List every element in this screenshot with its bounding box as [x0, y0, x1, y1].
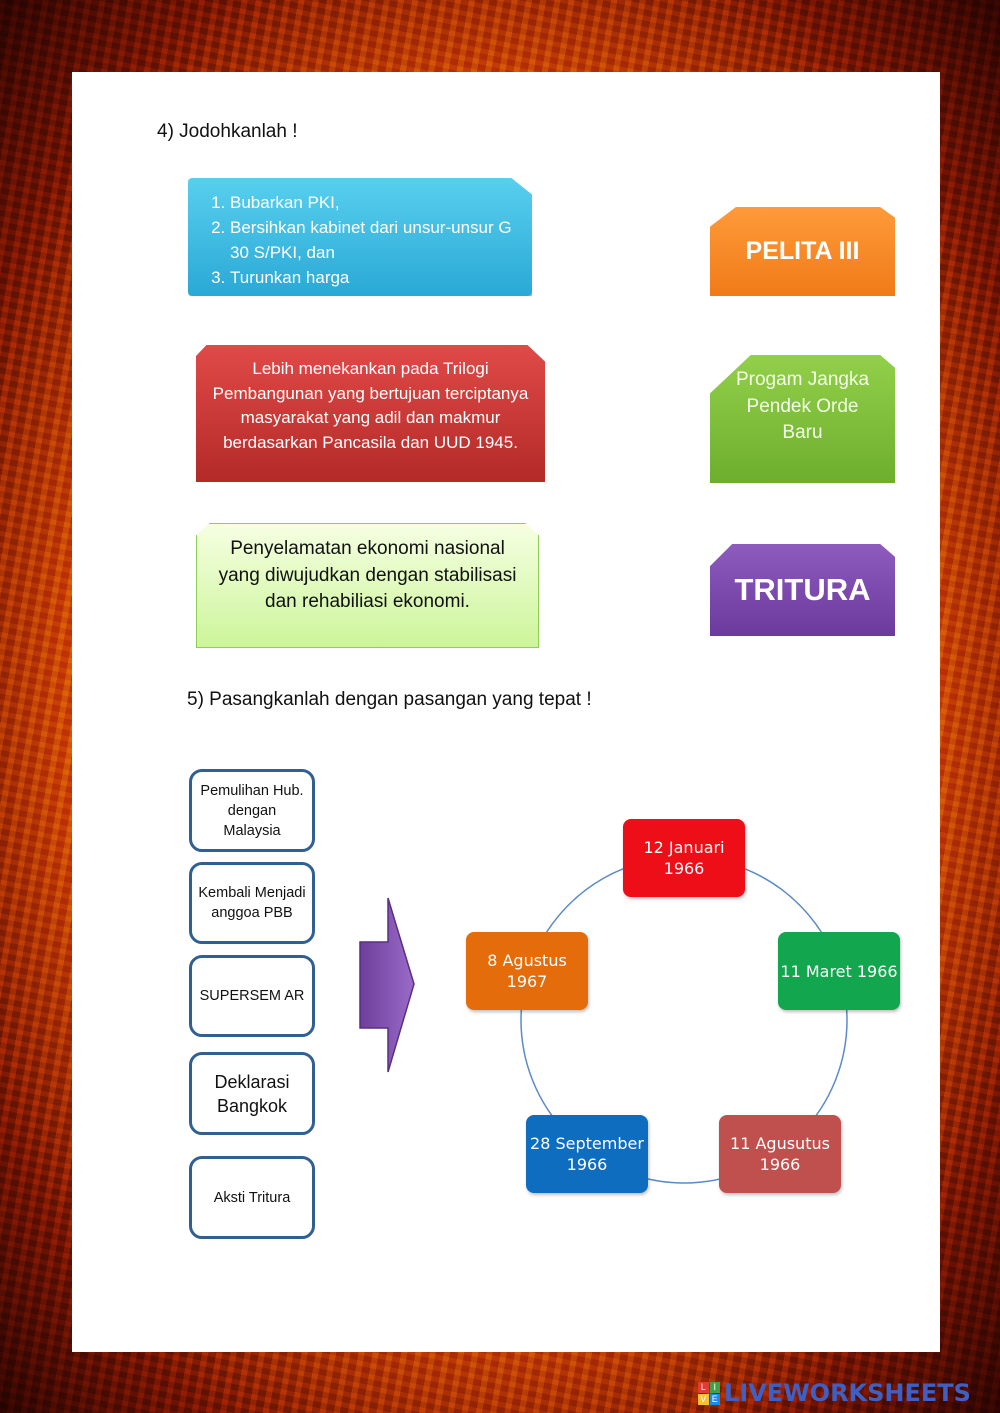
- question-5-title: 5) Pasangkanlah dengan pasangan yang tep…: [187, 689, 592, 710]
- mark-letter: L: [698, 1382, 709, 1393]
- cycle-node-label: 12 Januari 1966: [643, 838, 725, 878]
- match-item-label: Kembali Menjadi anggoa PBB: [198, 885, 306, 921]
- mark-letter: E: [709, 1394, 720, 1405]
- list-item: Turunkan harga: [230, 265, 522, 290]
- match-item-supersemar[interactable]: SUPERSEM AR: [189, 955, 315, 1037]
- pelita-iii-box[interactable]: PELITA III: [710, 207, 895, 296]
- mark-letter: V: [698, 1394, 709, 1405]
- pelita-iii-label: PELITA III: [745, 237, 860, 265]
- trilogi-text: Lebih menekankan pada Trilogi Pembanguna…: [212, 359, 529, 452]
- match-item-label: Deklarasi Bangkok: [214, 1071, 290, 1116]
- cycle-node-label: 8 Agustus 1967: [487, 951, 567, 991]
- trilogi-box[interactable]: Lebih menekankan pada Trilogi Pembanguna…: [196, 345, 545, 482]
- match-item-malaysia[interactable]: Pemulihan Hub. dengan Malaysia: [189, 769, 315, 852]
- progam-jangka-pendek-label: Progam Jangka Pendek Orde Baru: [735, 369, 870, 443]
- tritura-demands-list: Bubarkan PKI, Bersihkan kabinet dari uns…: [206, 190, 522, 290]
- cycle-node-label: 11 Agusutus 1966: [730, 1134, 830, 1174]
- penyelamatan-text: Penyelamatan ekonomi nasional yang diwuj…: [218, 538, 517, 612]
- match-item-label: Pemulihan Hub. dengan Malaysia: [200, 782, 304, 839]
- progam-jangka-pendek-box[interactable]: Progam Jangka Pendek Orde Baru: [710, 355, 895, 483]
- match-item-deklarasi-bangkok[interactable]: Deklarasi Bangkok: [189, 1052, 315, 1135]
- date-cycle-diagram: 12 Januari 1966 11 Maret 1966 11 Agusutu…: [440, 810, 920, 1210]
- match-item-label: Aksti Tritura: [213, 1189, 291, 1206]
- cycle-node-11-agustus[interactable]: 11 Agusutus 1966: [719, 1115, 841, 1193]
- cycle-node-28-september[interactable]: 28 September 1966: [526, 1115, 648, 1193]
- tritura-demands-box[interactable]: Bubarkan PKI, Bersihkan kabinet dari uns…: [188, 178, 532, 296]
- arrow-right-icon: [359, 897, 415, 1073]
- match-item-label: SUPERSEM AR: [199, 988, 305, 1004]
- question-4-title: 4) Jodohkanlah !: [157, 121, 298, 142]
- cycle-node-11-maret[interactable]: 11 Maret 1966: [778, 932, 900, 1010]
- liveworksheets-wordmark: LIVEWORKSHEETS: [724, 1379, 971, 1407]
- cycle-node-8-agustus[interactable]: 8 Agustus 1967: [466, 932, 588, 1010]
- cycle-node-label: 11 Maret 1966: [780, 961, 898, 981]
- liveworksheets-logo: L I V E LIVEWORKSHEETS: [698, 1378, 971, 1408]
- liveworksheets-mark-icon: L I V E: [698, 1382, 720, 1405]
- cycle-node-12-januari[interactable]: 12 Januari 1966: [623, 819, 745, 897]
- list-item: Bubarkan PKI,: [230, 190, 522, 215]
- match-item-pbb[interactable]: Kembali Menjadi anggoa PBB: [189, 862, 315, 944]
- cycle-node-label: 28 September 1966: [530, 1134, 644, 1174]
- tritura-box[interactable]: TRITURA: [710, 544, 895, 636]
- tritura-label: TRITURA: [734, 572, 871, 607]
- penyelamatan-ekonomi-box[interactable]: Penyelamatan ekonomi nasional yang diwuj…: [196, 523, 539, 648]
- list-item: Bersihkan kabinet dari unsur-unsur G 30 …: [230, 215, 522, 265]
- match-item-aksi-tritura[interactable]: Aksti Tritura: [189, 1156, 315, 1239]
- mark-letter: I: [709, 1382, 720, 1393]
